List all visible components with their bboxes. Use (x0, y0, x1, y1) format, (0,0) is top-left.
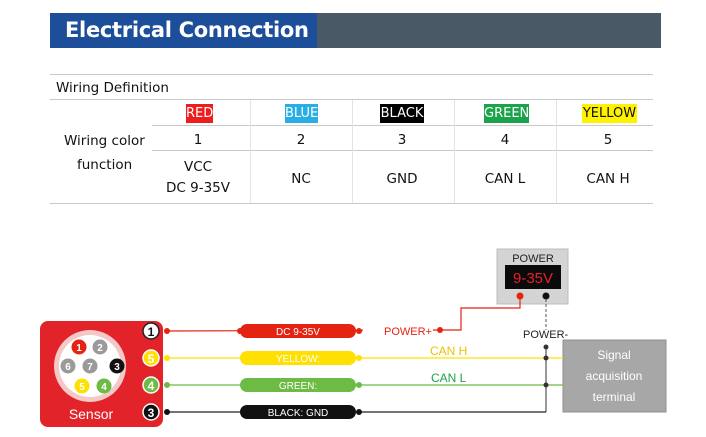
color-swatch-yellow: YELLOW (582, 104, 637, 123)
pin-1-icon (71, 339, 87, 355)
function-line-1: VCC (183, 159, 213, 175)
pin-number: 2 (296, 132, 306, 148)
function-line-2: DC 9-35V (166, 180, 230, 196)
terminal-label-line-1: Signal (597, 348, 630, 362)
power-display-value: 9-35V (513, 270, 553, 287)
pin-badge-number: 1 (148, 325, 155, 339)
power-box-title: POWER (512, 253, 554, 265)
color-name: RED (186, 106, 214, 121)
pin-number: 1 (193, 132, 203, 148)
label-backdrop (363, 325, 433, 337)
page-title: Electrical Connection (65, 18, 309, 42)
function-line-1: NC (291, 171, 311, 187)
color-name: YELLOW (582, 106, 637, 121)
wire-label: GREEN: (279, 381, 317, 392)
pin-6-number: 6 (65, 362, 71, 373)
row-label-wiring-color: Wiring color (64, 133, 145, 149)
pin-number: 5 (603, 132, 613, 148)
color-swatch-red: RED (186, 104, 213, 123)
pin-badge-1: 1 (142, 322, 160, 340)
function-line-1: CAN L (484, 171, 526, 187)
pin-badge-4: 4 (142, 376, 160, 394)
function-line-1: GND (386, 171, 418, 187)
table-rule-color (152, 125, 653, 126)
color-swatch-green: GREEN (484, 104, 529, 123)
column-divider (454, 100, 455, 203)
pin-3-icon (109, 358, 125, 374)
color-name: GREEN (484, 106, 530, 121)
can-l-label: CAN L (431, 371, 467, 385)
column-divider (352, 100, 353, 203)
row-label-function: function (77, 157, 133, 173)
table-rule-top (50, 74, 653, 75)
table-rule-number (152, 150, 653, 151)
pin-6-icon (60, 358, 76, 374)
table-section-label: Wiring Definition (56, 80, 169, 96)
color-name: BLUE (285, 106, 319, 121)
wire-yellow-can-h: YELLOW: CAN H (164, 344, 563, 365)
pin-5-number: 5 (79, 382, 85, 393)
wire-label: DC 9-35V (276, 327, 320, 338)
color-swatch-blue: BLUE (285, 104, 318, 123)
pin-2-number: 2 (97, 343, 103, 354)
wire-black-ground: BLACK: GND (164, 405, 546, 419)
power-plus-lead (440, 299, 521, 331)
can-h-label: CAN H (430, 344, 467, 358)
header-accent (50, 13, 317, 48)
power-minus-label: POWER- (523, 329, 569, 341)
terminal-label-line-3: terminal (593, 390, 636, 404)
table-rule-header (50, 99, 653, 100)
function-line-1: CAN H (586, 171, 630, 187)
table-rule-bottom (50, 203, 653, 204)
pin-badge-number: 3 (148, 406, 155, 420)
section-header: Electrical Connection (50, 13, 661, 48)
terminal-label-line-2: acquisition (586, 369, 643, 383)
pin-badge-number: 5 (148, 352, 155, 366)
signal-terminal-box: Signal acquisition terminal (562, 339, 667, 413)
wire-green-can-l: GREEN: CAN L (164, 371, 563, 392)
power-display (505, 265, 561, 289)
column-divider (250, 100, 251, 203)
wire-label: BLACK: GND (268, 408, 329, 419)
power-supply-box: POWER 9-35V (496, 248, 569, 305)
power-plus-text: POWER+ (384, 326, 432, 338)
pin-7-icon (82, 358, 98, 374)
sensor-connector: 1 2 3 4 5 6 7 Sensor (40, 321, 163, 427)
power-minus-terminal (542, 292, 550, 300)
pin-4-number: 4 (101, 382, 107, 393)
wire-label: YELLOW: (276, 354, 320, 365)
pin-2-icon (92, 339, 108, 355)
pin-badge-3: 3 (142, 403, 160, 421)
pin-4-icon (96, 378, 112, 394)
column-divider (556, 100, 557, 203)
color-name: BLACK (380, 106, 424, 121)
color-swatch-black: BLACK (380, 104, 424, 123)
pin-1-number: 1 (76, 343, 82, 354)
pin-7-number: 7 (87, 362, 93, 373)
pin-badge-5: 5 (142, 349, 160, 367)
pin-number: 3 (397, 132, 407, 148)
pin-3-number: 3 (114, 362, 120, 373)
pin-5-icon (74, 378, 90, 394)
sensor-label: Sensor (69, 406, 114, 422)
pin-badge-number: 4 (148, 379, 155, 393)
pin-number: 4 (500, 132, 510, 148)
power-plus-terminal (516, 292, 524, 300)
